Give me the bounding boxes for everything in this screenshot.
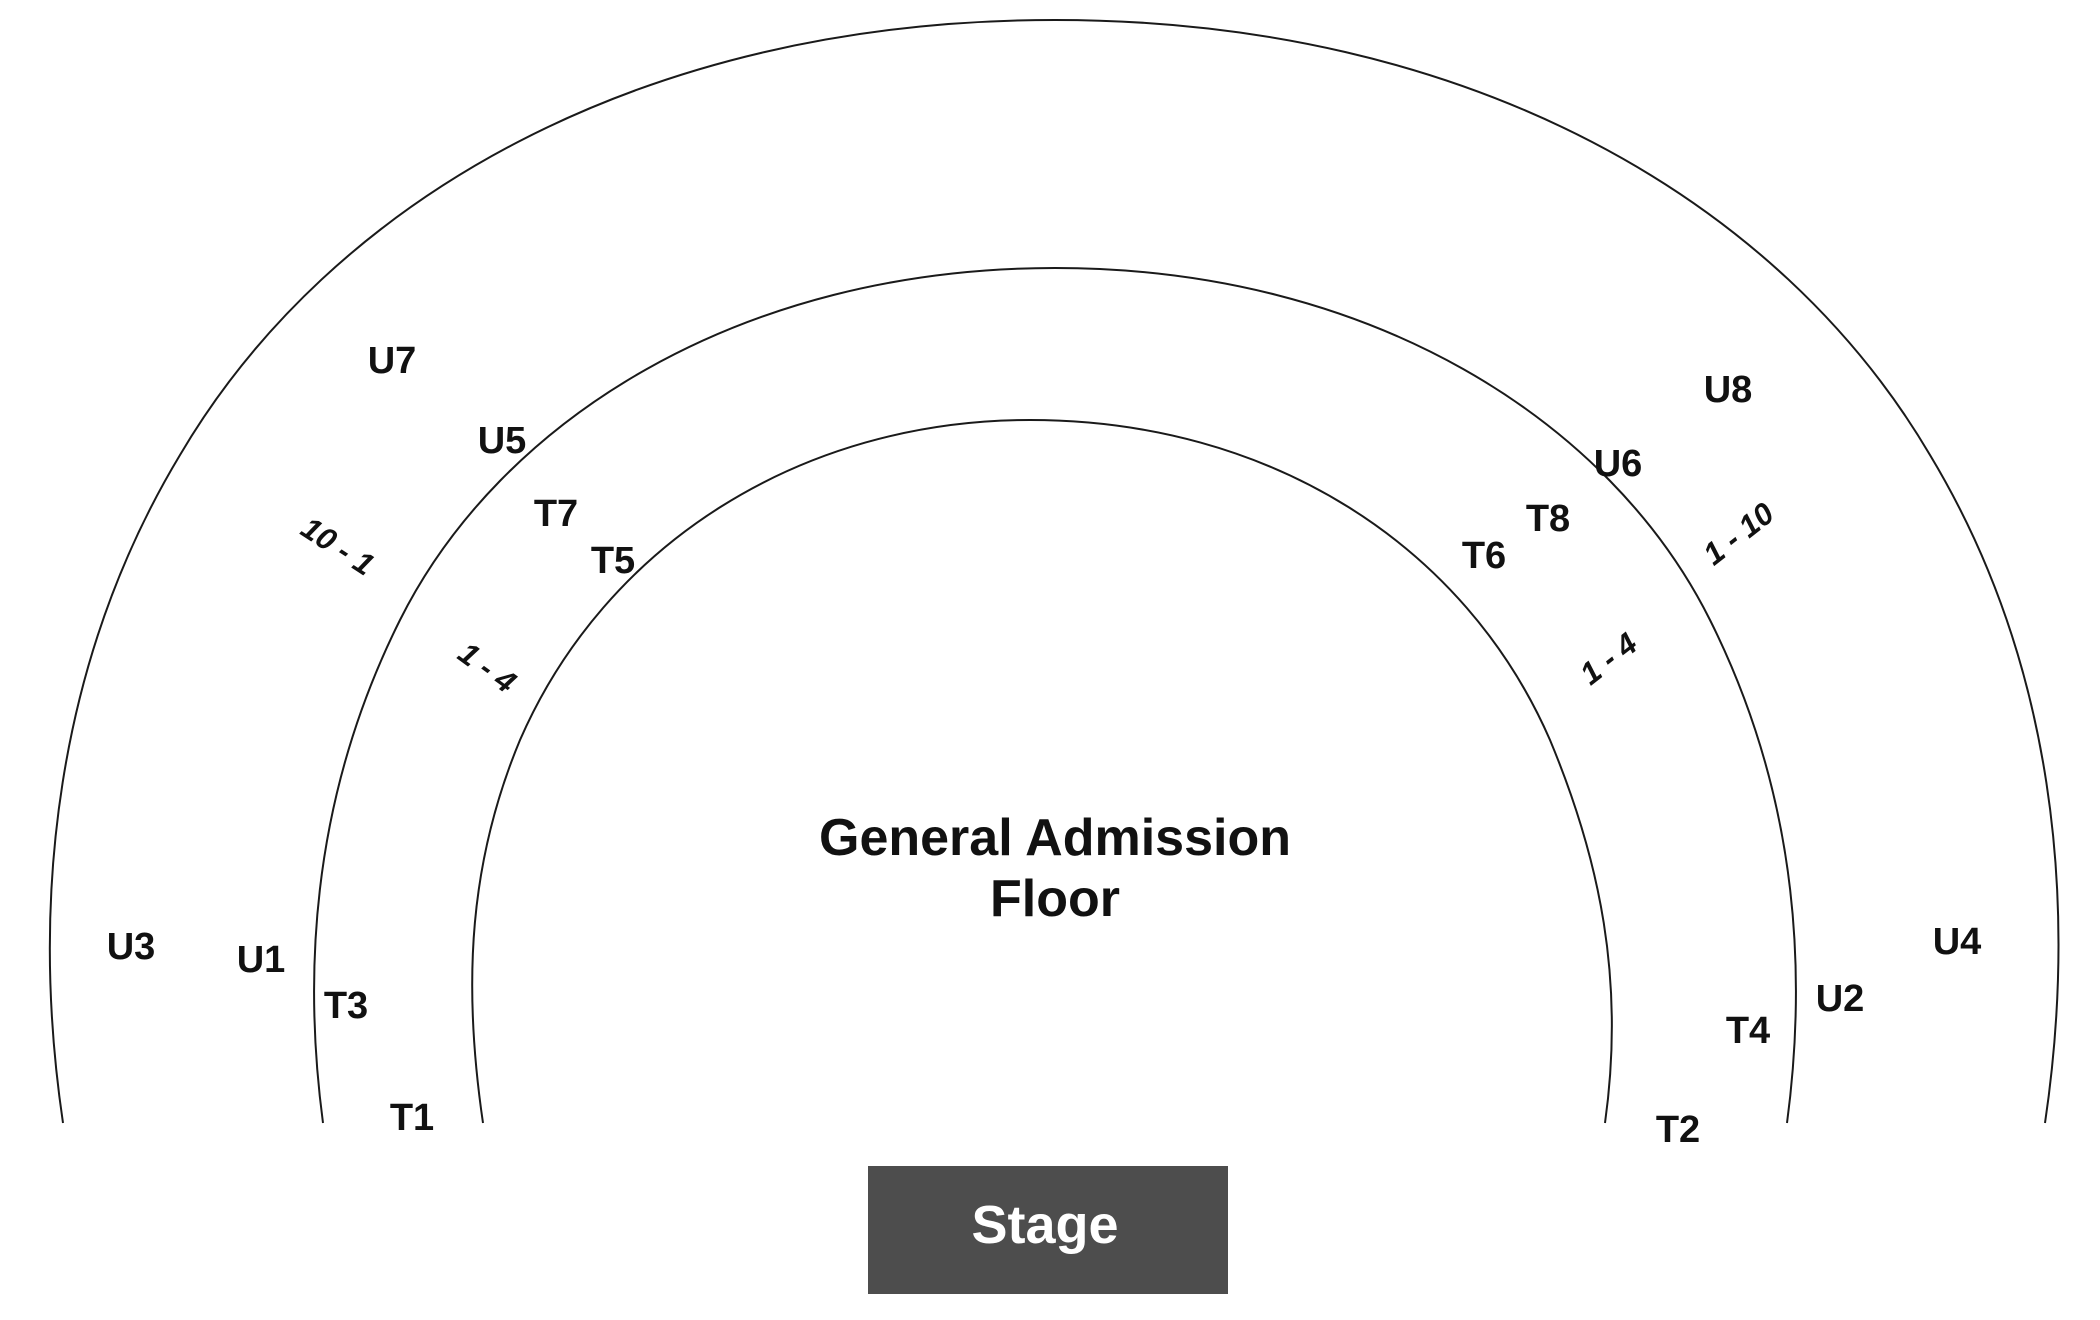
section-u8[interactable]: U8 (1704, 369, 1753, 411)
section-t4[interactable]: T4 (1726, 1010, 1770, 1052)
section-t3[interactable]: T3 (324, 985, 368, 1027)
section-u7[interactable]: U7 (368, 340, 417, 382)
section-u4[interactable]: U4 (1933, 921, 1982, 963)
section-t1[interactable]: T1 (390, 1097, 434, 1139)
section-u2[interactable]: U2 (1816, 978, 1865, 1020)
section-t6[interactable]: T6 (1462, 535, 1506, 577)
stage-block (868, 1166, 1228, 1294)
section-t8[interactable]: T8 (1526, 498, 1570, 540)
stage-label: Stage (971, 1195, 1118, 1255)
row-range-upper-left: 10 - 1 (295, 510, 381, 583)
section-u5[interactable]: U5 (478, 420, 527, 462)
floor-label-line2: Floor (990, 870, 1120, 928)
row-range-lower-right: 1 - 4 (1573, 626, 1643, 692)
stage[interactable]: Stage (868, 1166, 1228, 1294)
section-t7[interactable]: T7 (534, 493, 578, 535)
section-u1[interactable]: U1 (237, 939, 286, 981)
section-t5[interactable]: T5 (591, 540, 635, 582)
section-u3[interactable]: U3 (107, 926, 156, 968)
row-range-upper-right: 1 - 10 (1697, 496, 1781, 572)
middle-ring-arc (313, 266, 1797, 1124)
inner-ring-arc (471, 418, 1613, 1124)
section-t2[interactable]: T2 (1656, 1109, 1700, 1151)
row-range-lower-left: 1 - 4 (452, 635, 523, 700)
section-u6[interactable]: U6 (1594, 443, 1643, 485)
outer-ring-arc (48, 18, 2060, 1124)
floor-label-line1: General Admission (819, 809, 1291, 867)
